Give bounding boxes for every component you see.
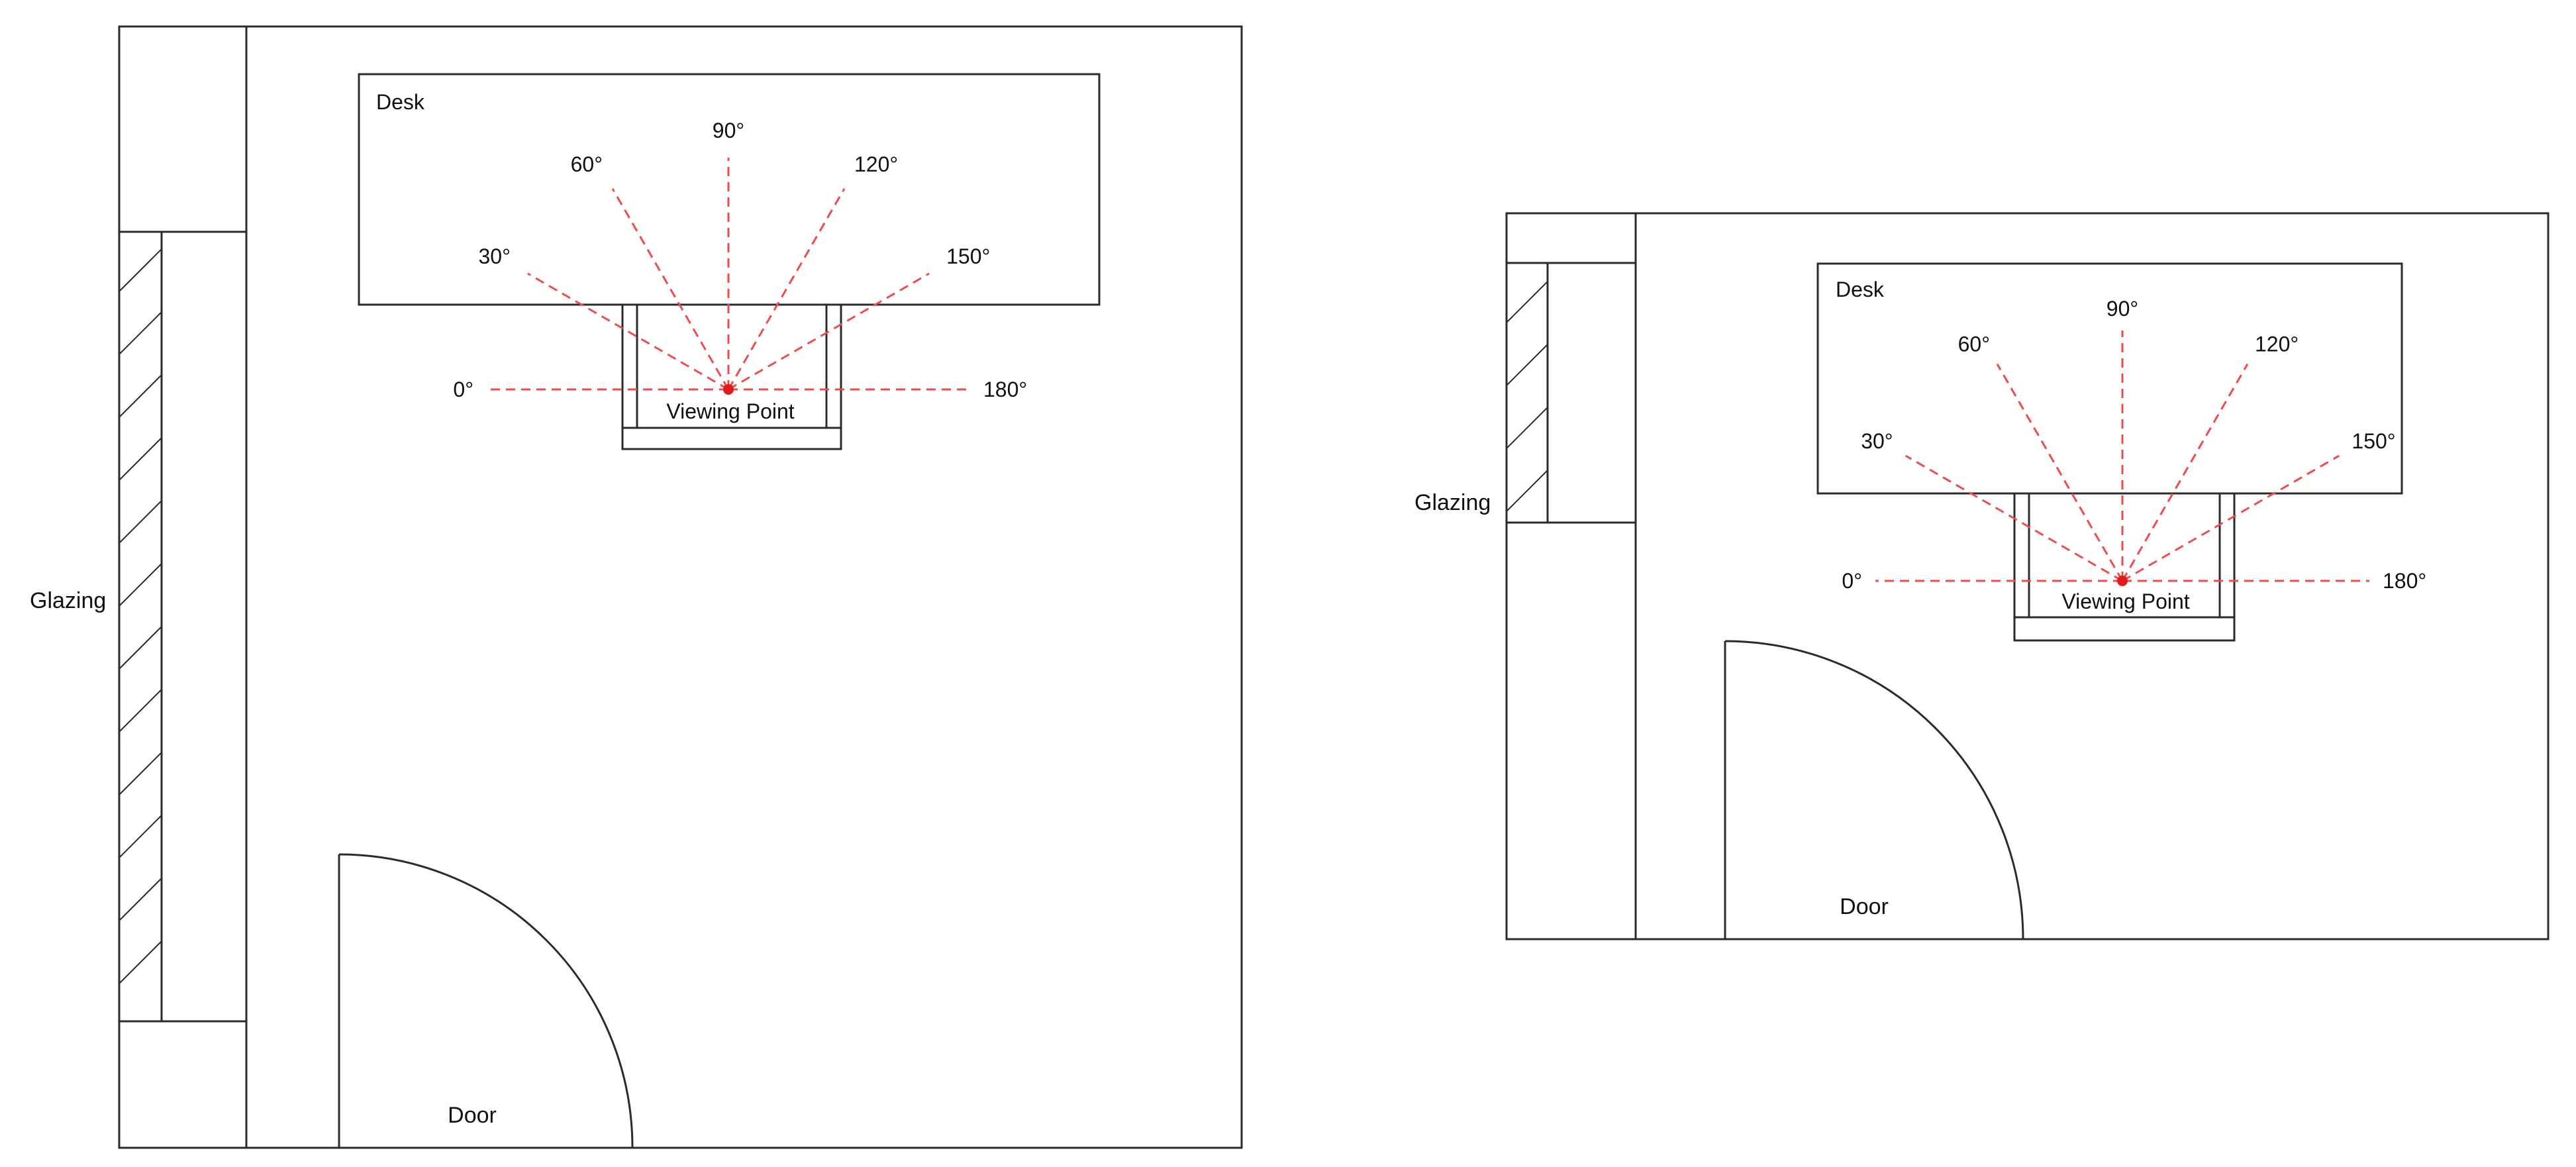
angle-label-150: 150° — [2352, 429, 2395, 453]
angle-label-60: 60° — [571, 152, 603, 176]
room-outline — [1505, 212, 2550, 940]
angle-labels-left: 0° 30° 60° 90° 120° 150° 180° — [453, 119, 1027, 401]
angle-label-90: 90° — [713, 119, 744, 142]
door-swing-arc — [338, 853, 634, 1148]
door-label: Door — [1840, 894, 1889, 919]
glazing-label: Glazing — [30, 588, 106, 613]
angle-label-90: 90° — [2106, 297, 2138, 321]
sight-line-60 — [1996, 363, 2124, 582]
sight-line-30 — [1905, 454, 2123, 582]
angle-label-150: 150° — [946, 244, 990, 268]
sight-line-150 — [728, 272, 930, 391]
angle-labels-right: 0° 30° 60° 90° 120° 150° 180° — [1842, 297, 2426, 593]
door — [1724, 640, 2024, 940]
door-swing-arc — [1724, 640, 2024, 940]
viewing-point-dot — [723, 384, 734, 395]
chair — [621, 303, 842, 450]
floor-plan-right — [1505, 212, 2550, 940]
sight-line-120 — [727, 188, 846, 390]
glazing-hatch — [1506, 281, 1548, 512]
glazing-hatch — [119, 248, 162, 984]
sight-lines-left — [487, 158, 970, 391]
angle-label-30: 30° — [1861, 429, 1893, 453]
angle-label-120: 120° — [854, 152, 898, 176]
angle-label-0: 0° — [453, 378, 473, 401]
viewing-point-label: Viewing Point — [666, 399, 794, 423]
sight-line-30 — [527, 272, 729, 391]
viewing-point-dot — [2117, 576, 2128, 586]
angle-label-180: 180° — [983, 378, 1027, 401]
door — [338, 853, 634, 1148]
sight-line-120 — [2121, 363, 2249, 582]
glazing-label: Glazing — [1414, 490, 1491, 515]
angle-label-60: 60° — [1958, 332, 1990, 356]
sight-line-150 — [2122, 454, 2340, 582]
angle-label-0: 0° — [1842, 569, 1862, 593]
sight-line-60 — [611, 188, 730, 390]
sight-lines-right — [1875, 330, 2369, 582]
desk-label: Desk — [1836, 278, 1885, 301]
viewing-point-label: Viewing Point — [2061, 589, 2189, 613]
angle-label-30: 30° — [479, 244, 511, 268]
floor-plan-left — [118, 25, 1243, 1149]
door-label: Door — [448, 1103, 497, 1128]
chair — [2013, 492, 2236, 642]
angle-label-180: 180° — [2383, 569, 2426, 593]
desk-label: Desk — [376, 90, 425, 114]
angle-label-120: 120° — [2255, 332, 2299, 356]
